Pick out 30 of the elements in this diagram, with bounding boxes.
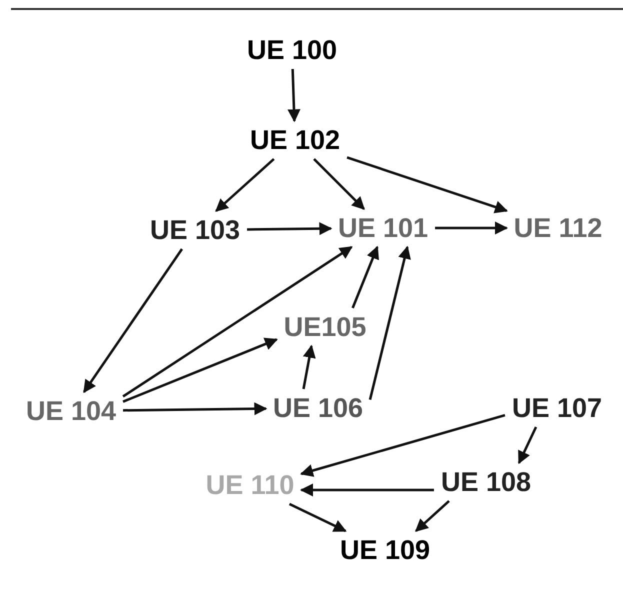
arrow: [435, 222, 508, 234]
arrow: [313, 158, 365, 210]
arrow: [415, 500, 450, 532]
arrow: [346, 156, 508, 214]
node-label: UE 106: [268, 392, 368, 424]
arrow: [368, 246, 411, 400]
arrow: [82, 248, 184, 394]
node-label: UE 110: [202, 469, 298, 501]
arrow: [247, 222, 332, 236]
node-label: UE 109: [336, 534, 434, 566]
arrow: [287, 68, 300, 122]
node-label: UE 103: [146, 214, 244, 246]
node-label: UE 100: [242, 34, 342, 66]
node-label: UE 102: [246, 124, 344, 156]
arrow: [352, 246, 379, 308]
node-label: UE 104: [22, 395, 120, 427]
node-label: UE 108: [436, 466, 536, 498]
node-label: UE 101: [334, 212, 432, 244]
arrow: [215, 158, 275, 212]
arrow: [302, 344, 316, 390]
arrow: [123, 402, 268, 416]
arrow: [300, 414, 506, 477]
arrow: [288, 502, 347, 532]
node-label: UE 107: [508, 392, 606, 424]
arrow: [122, 338, 278, 403]
node-label: UE105: [280, 311, 370, 343]
arrow: [122, 246, 353, 398]
arrow: [300, 484, 434, 496]
arrow: [518, 426, 538, 464]
node-label: UE 112: [510, 212, 606, 244]
